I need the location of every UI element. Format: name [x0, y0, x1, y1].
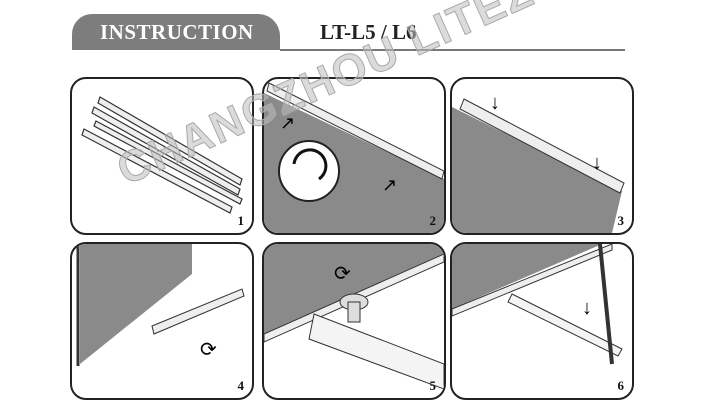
arrow-down-icon: ↓: [582, 297, 592, 319]
step-2-panel: ↗ ↗ 2: [262, 77, 446, 235]
header-divider: [280, 49, 625, 51]
step-4-panel: ⟳ 4: [70, 242, 254, 400]
arrow-down-icon: ↓: [592, 152, 602, 174]
rotate-icon: ⟳: [334, 263, 351, 285]
step-5-panel: ⟳ 5: [262, 242, 446, 400]
step-number: 3: [617, 213, 625, 228]
step-6-panel: ↓ 6: [450, 242, 634, 400]
header-title: INSTRUCTION: [100, 20, 254, 44]
stand-parts-illustration: [81, 96, 243, 214]
step-number: 2: [429, 213, 437, 228]
step-3-panel: ↓ ↓ 3: [450, 77, 634, 235]
banner-stand-illustration: ⟳: [76, 244, 245, 366]
step-number: 1: [237, 213, 245, 228]
arrow-up-right-icon: ↗: [382, 175, 397, 195]
step-number: 6: [617, 378, 625, 393]
model-label: LT-L5 / L6: [320, 20, 417, 44]
top-bar-illustration: ↓ ↓: [452, 92, 625, 233]
arrow-up-right-icon: ↗: [280, 113, 295, 133]
step-number: 4: [237, 378, 245, 393]
step-number: 5: [429, 378, 437, 393]
knob-tighten-illustration: ⟳: [264, 244, 444, 390]
arrow-down-icon: ↓: [490, 92, 500, 114]
step-1-panel: 1: [70, 77, 254, 235]
pole-insert-illustration: ↓: [452, 244, 623, 365]
header-pill: [72, 14, 280, 50]
banner-hang-illustration: ↗ ↗: [264, 82, 444, 233]
rotate-arrow-icon: [292, 148, 328, 181]
rotate-icon: ⟳: [200, 339, 217, 361]
